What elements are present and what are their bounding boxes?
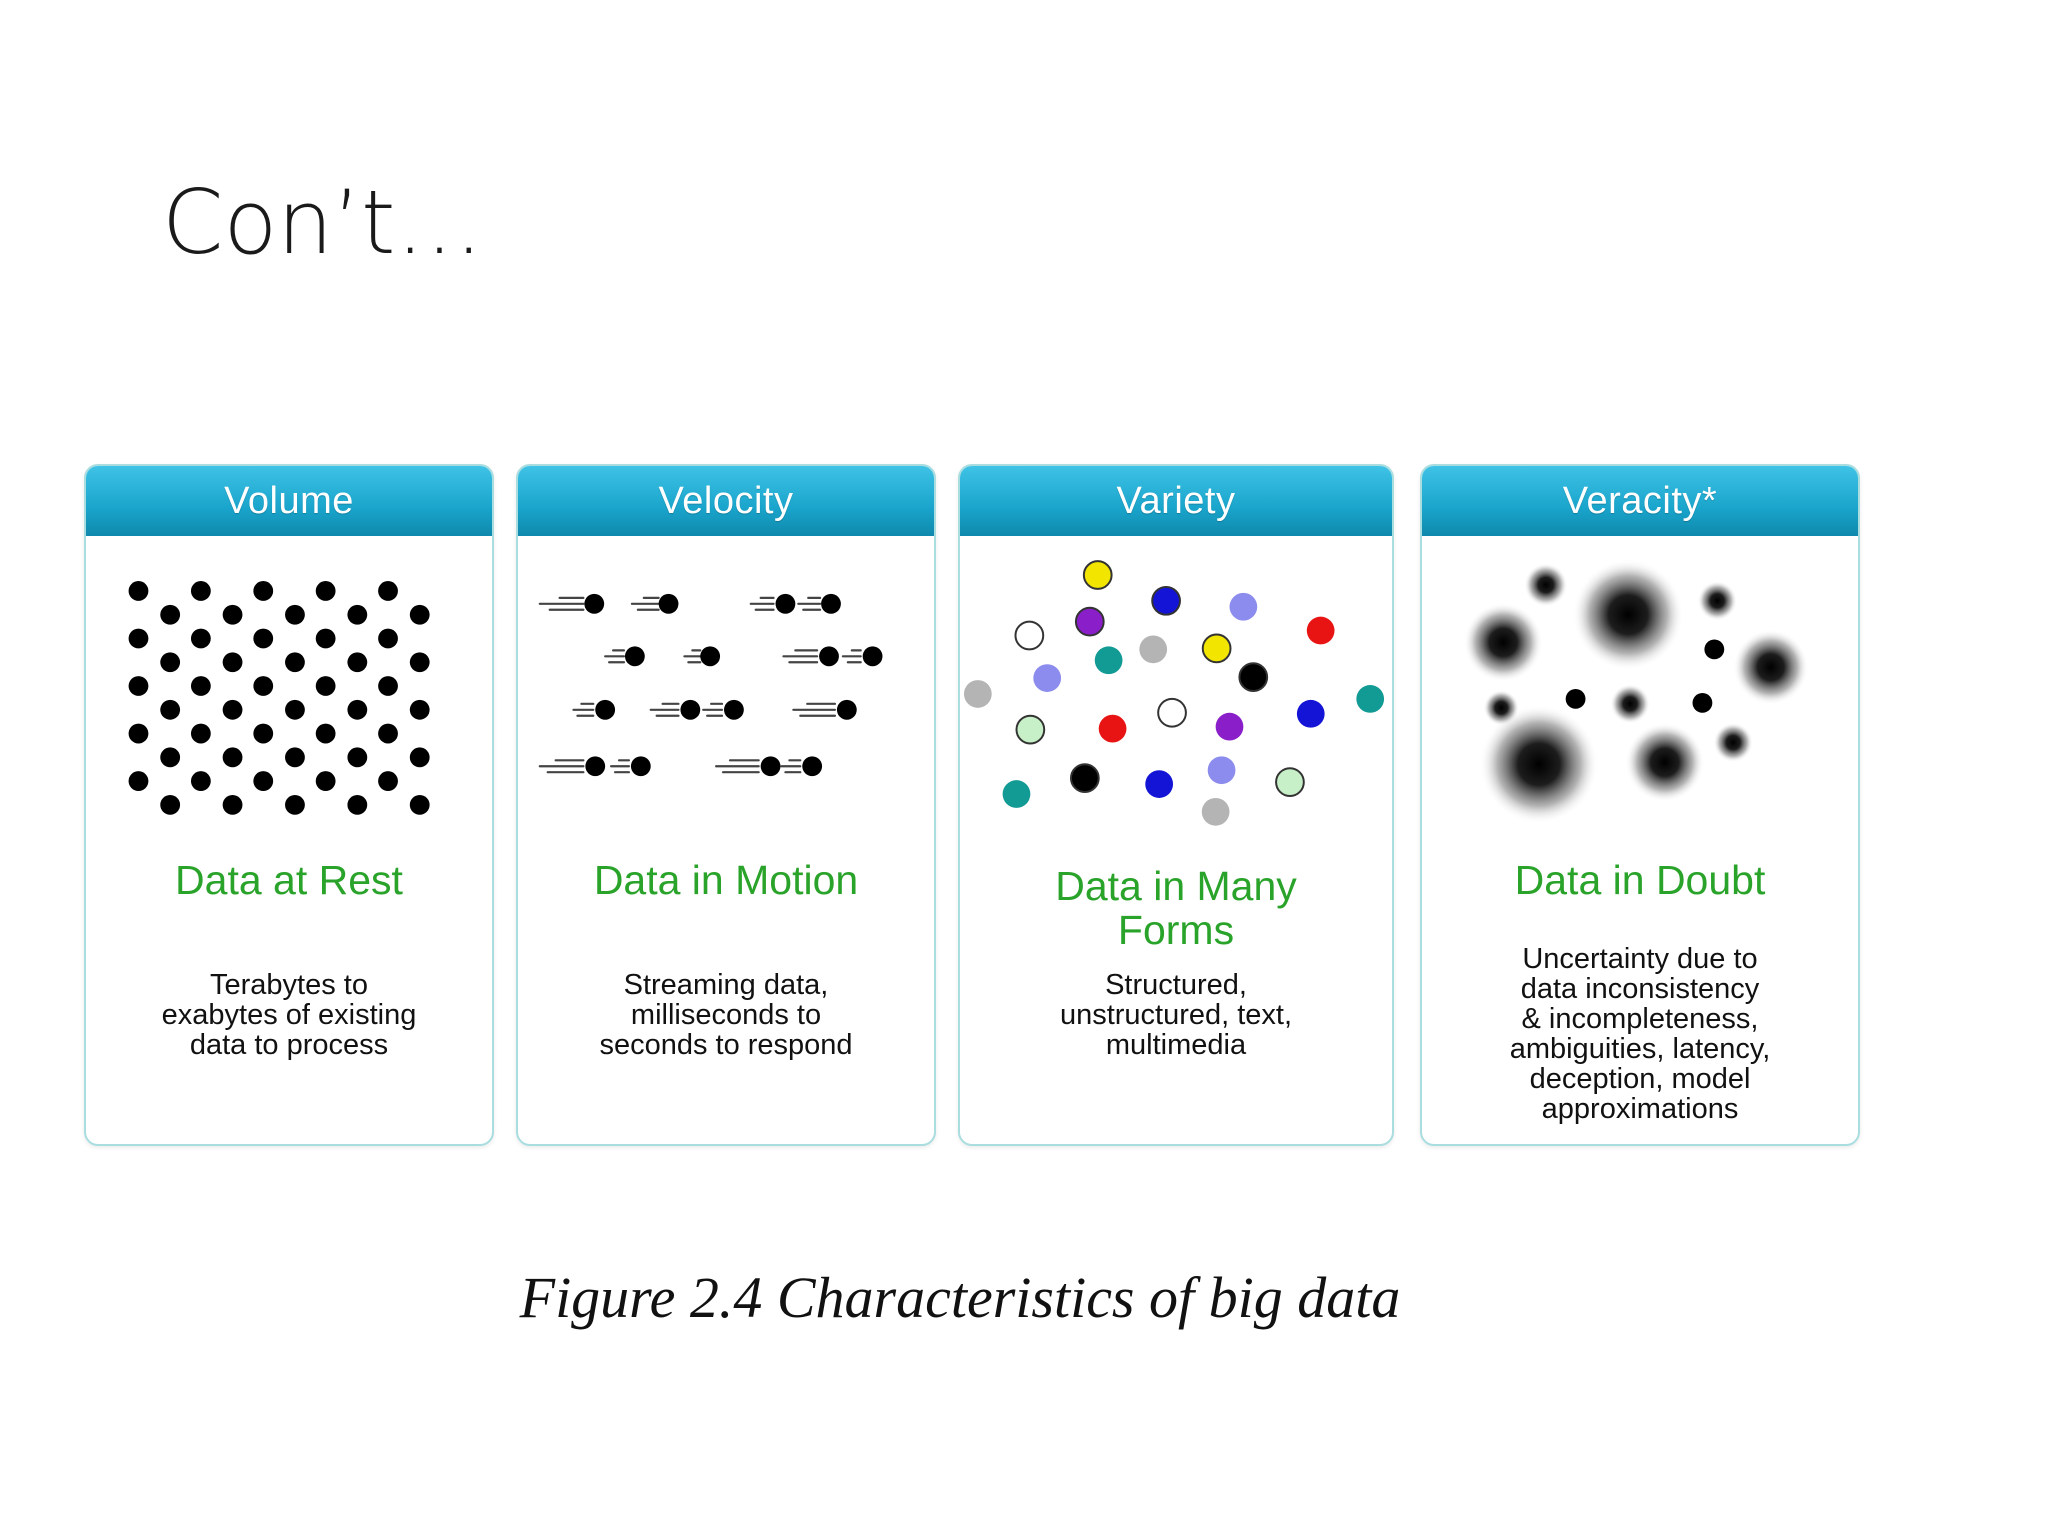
card-header-velocity: Velocity [518, 466, 934, 536]
figure-caption: Figure 2.4 Characteristics of big data [519, 1265, 1401, 1330]
veracity-blurred-dots-illustration [1463, 559, 1809, 824]
card-description-volume: Terabytes to exabytes of existing data t… [161, 969, 417, 1061]
card-subtitle-volume: Data at Rest [175, 857, 403, 903]
card-subtitle-velocity: Data in Motion [593, 857, 859, 903]
card-description-velocity: Streaming data, milliseconds to seconds … [599, 969, 853, 1061]
card-header-veracity: Veracity* [1422, 466, 1858, 536]
card-header-variety: Variety [960, 466, 1392, 536]
variety-colored-dots-illustration [963, 560, 1385, 826]
velocity-motion-illustration [538, 593, 883, 777]
card-velocity: Velocity Data in Motion Stream [516, 464, 936, 1146]
card-description-veracity: Uncertainty due to data inconsistency & … [1509, 943, 1771, 1125]
slide-title: Con’t… [162, 171, 484, 274]
card-variety: Variety Data i [958, 464, 1394, 1146]
card-description-variety: Structured, unstructured, text, multimed… [1059, 969, 1293, 1061]
card-veracity: Veracity* Data in Doubt Uncertainty due … [1420, 464, 1860, 1146]
volume-dots-illustration [128, 581, 430, 815]
card-subtitle-veracity: Data in Doubt [1514, 857, 1766, 903]
card-header-volume: Volume [86, 466, 492, 536]
card-subtitle-variety: Data in Many Forms [1055, 863, 1297, 953]
card-volume: Volume Data at Rest Terabytes to exabyte… [84, 464, 494, 1146]
